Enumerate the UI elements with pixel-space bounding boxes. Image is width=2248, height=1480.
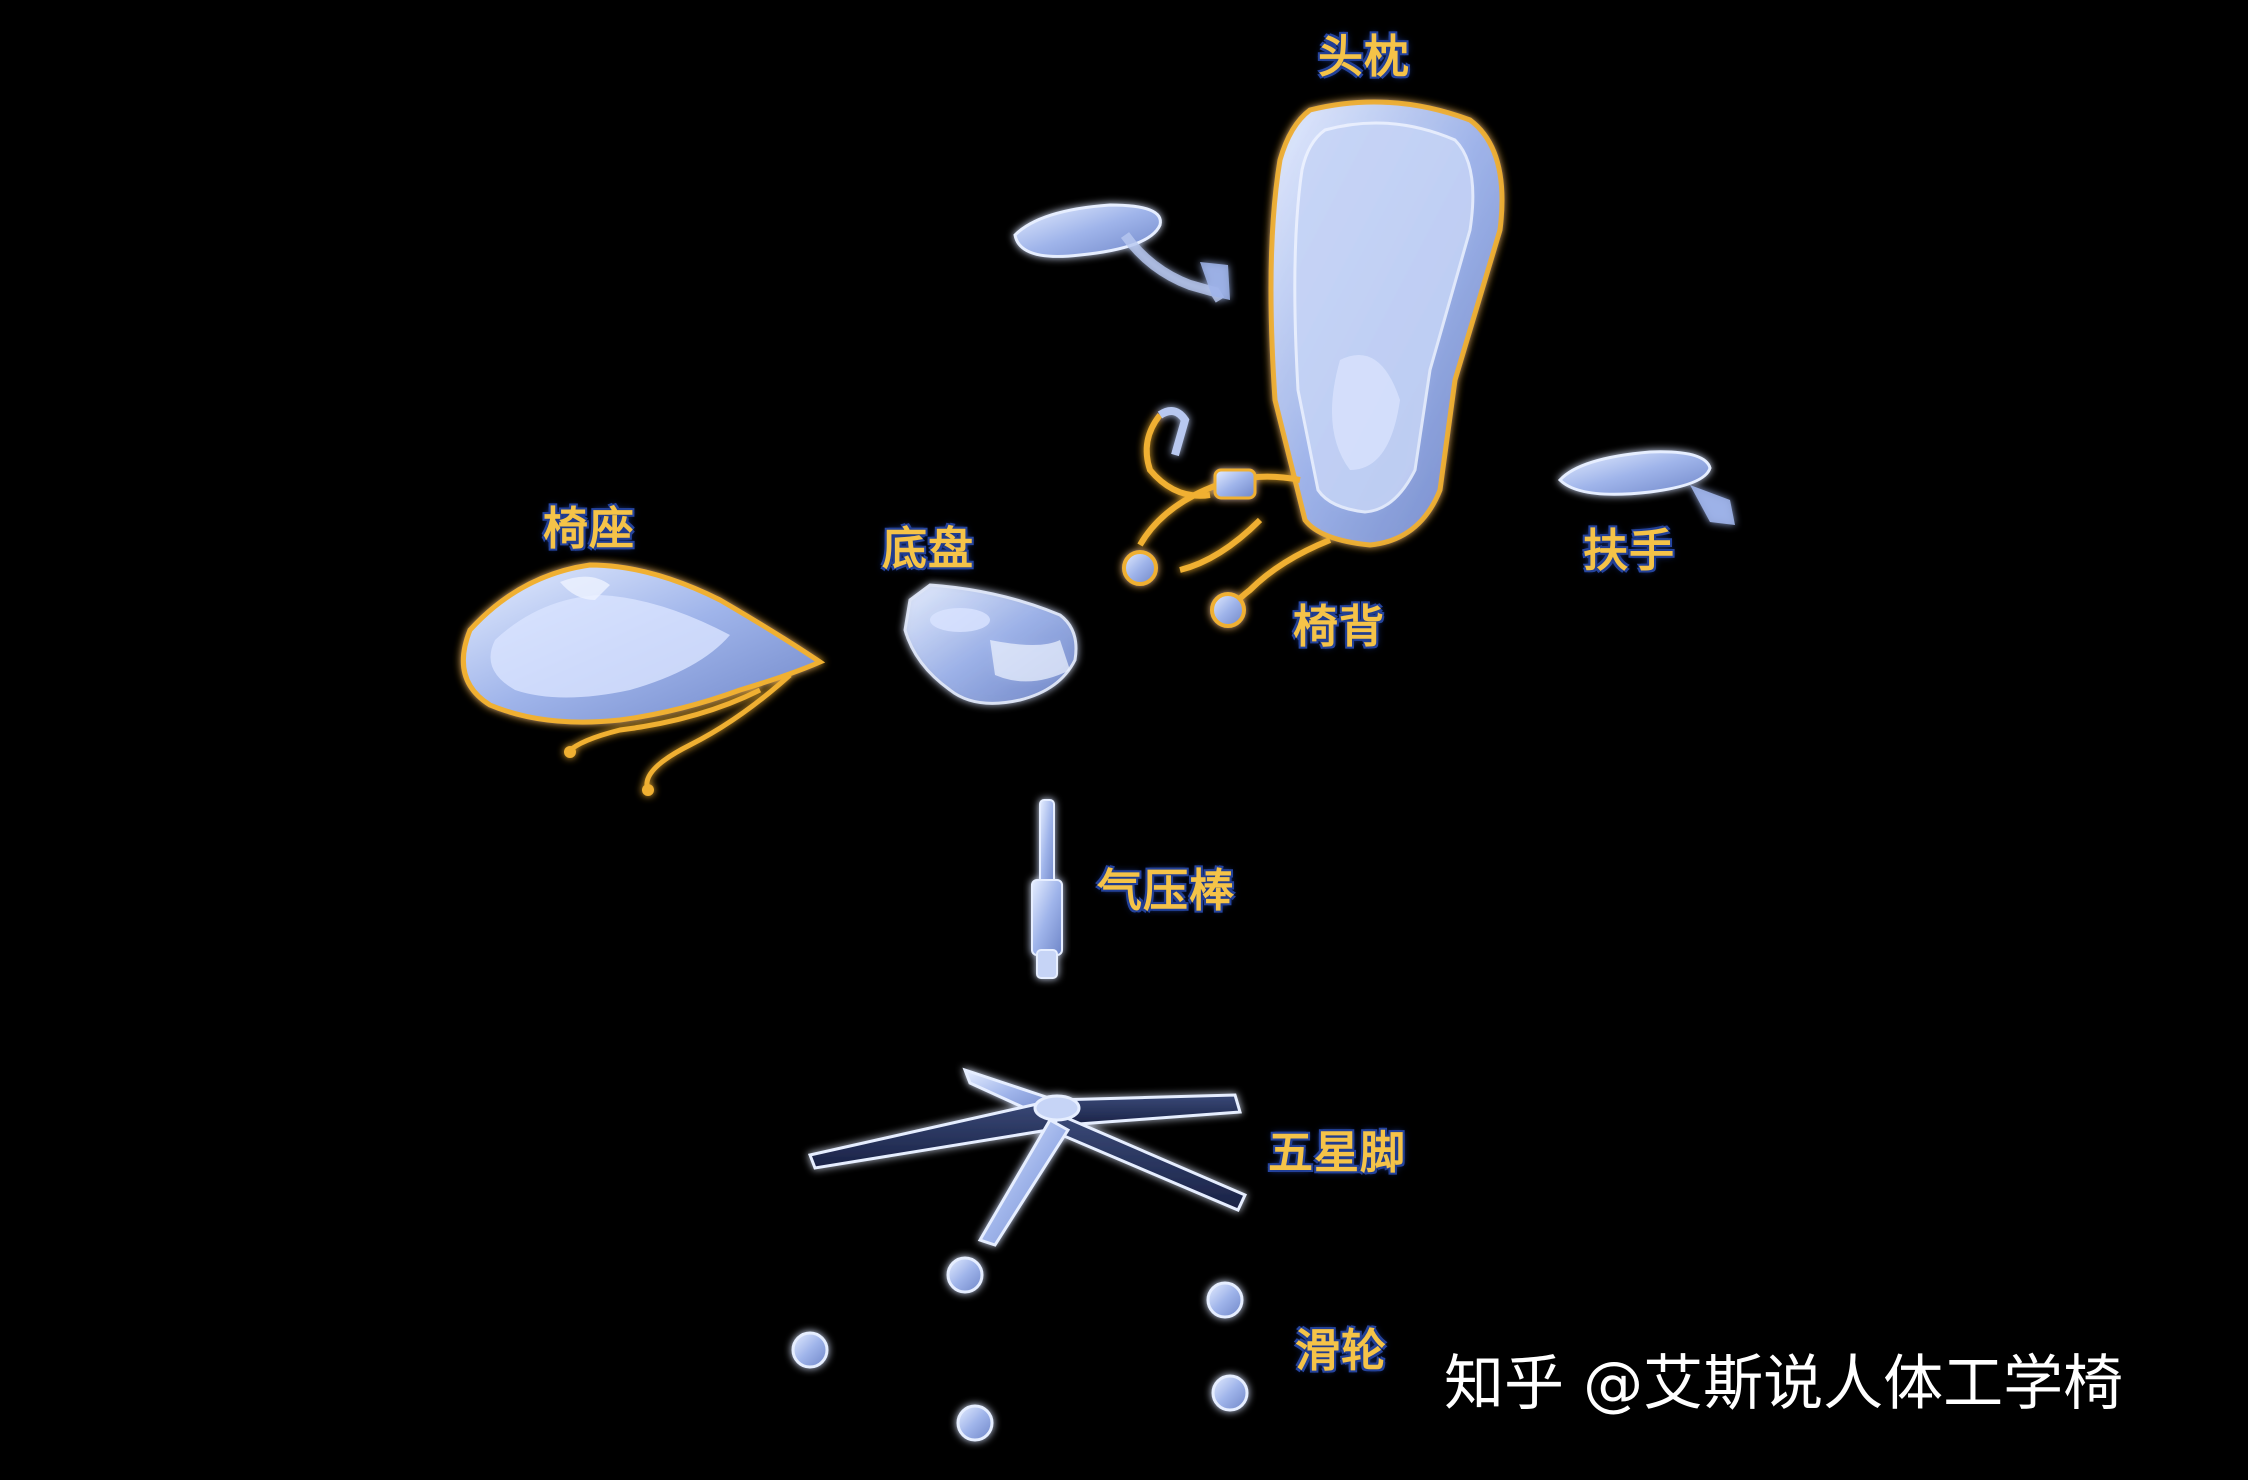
five-star-base-part	[807, 1067, 1248, 1247]
label-base: 五星脚	[1268, 1126, 1407, 1179]
label-armrest: 扶手	[1583, 524, 1676, 577]
backrest-part	[1122, 99, 1505, 628]
caster-4	[1211, 1374, 1249, 1412]
label-headrest: 头枕	[1318, 30, 1411, 83]
casters-part	[791, 1256, 1249, 1442]
chassis-part	[903, 583, 1078, 705]
label-gas-lift: 气压棒	[1097, 864, 1236, 917]
label-chassis: 底盘	[882, 522, 975, 575]
gas-lift-part	[1031, 799, 1063, 979]
caster-3	[791, 1331, 829, 1369]
label-casters: 滑轮	[1295, 1324, 1388, 1377]
armrest-right-part	[1557, 450, 1735, 525]
caster-2	[1206, 1281, 1244, 1319]
caster-5	[956, 1404, 994, 1442]
label-backrest: 椅背	[1293, 600, 1386, 653]
seat-part	[460, 562, 826, 796]
watermark: 知乎 @艾斯说人体工学椅	[1444, 1349, 2124, 1419]
label-seat: 椅座	[543, 502, 636, 555]
armrest-left-part	[1013, 203, 1230, 303]
caster-1	[946, 1256, 984, 1294]
